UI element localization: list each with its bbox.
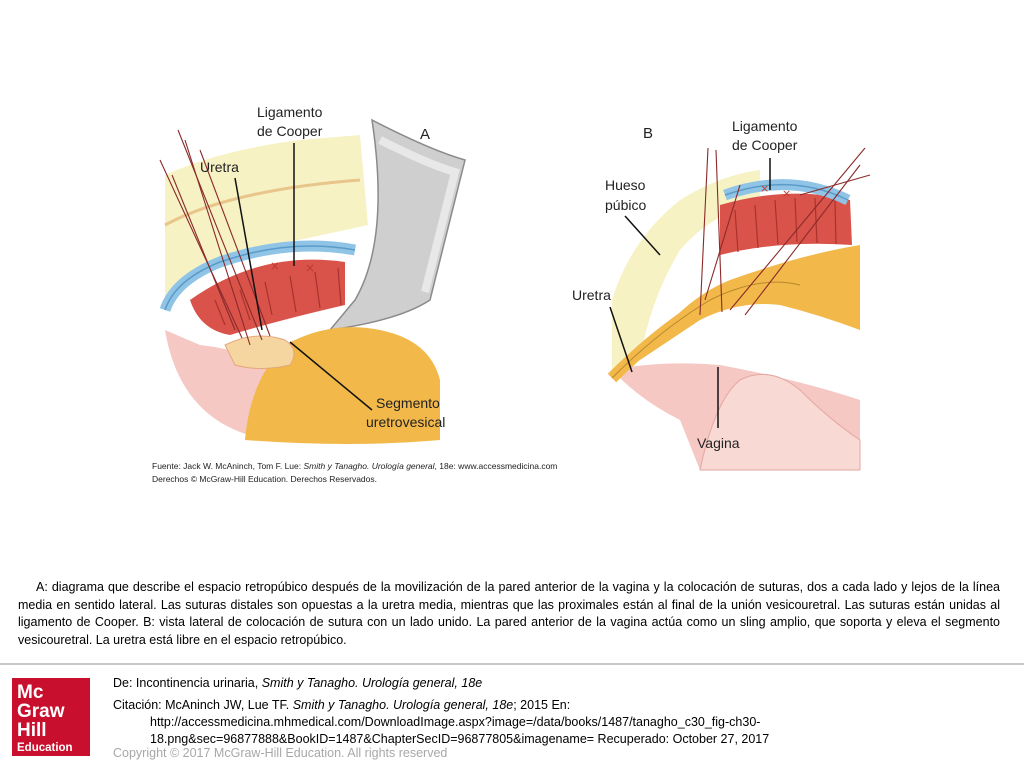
logo-line-hill: Hill <box>17 720 47 741</box>
panel-b-urethra-edge <box>611 281 801 379</box>
footer-divider <box>0 663 1024 665</box>
logo-line-education: Education <box>17 742 73 754</box>
figure-source-line: Fuente: Jack W. McAninch, Tom F. Lue: Sm… <box>152 461 557 471</box>
panel-b-ligamento-label-2: de Cooper <box>732 137 798 153</box>
panel-b-cooper-ligament-edge <box>724 183 849 201</box>
panel-a-retractor-shade <box>378 136 460 293</box>
panel-a-uretra-label: Uretra <box>200 159 239 175</box>
panel-b-sutures <box>699 147 871 316</box>
figure-source-title: Smith y Tanagho. Urología general <box>304 461 436 471</box>
figure-caption: A: diagrama que describe el espacio retr… <box>18 580 1000 647</box>
panel-a-illustration: × × Ligamento de Cooper Uretra Segmento … <box>159 104 466 444</box>
panel-a-knot: × <box>270 259 280 273</box>
panel-b-vagina <box>699 373 861 471</box>
panel-b-vagina-label: Vagina <box>697 435 740 451</box>
panel-a-ligamento-label-1: Ligamento <box>257 104 323 120</box>
citation-title: Smith y Tanagho. Urología general, 18e <box>292 698 514 712</box>
citation-dot: . <box>285 698 293 712</box>
panel-a-segmento-leader <box>289 341 373 411</box>
logo-line-mc: Mc <box>17 682 44 703</box>
panel-b-muscle <box>720 193 852 255</box>
panel-b-letter: B <box>643 125 653 142</box>
panel-a-cooper-ligament-edge <box>164 245 356 311</box>
logo-line-graw: Graw <box>17 701 65 722</box>
citation-url: http://accessmedicina.mhmedical.com/Down… <box>150 715 770 746</box>
panel-a-ligamento-label-2: de Cooper <box>257 123 323 139</box>
panel-a-letter: A <box>420 126 430 143</box>
panel-b-pubic-bone <box>612 170 760 370</box>
panel-b-knot: × <box>782 187 791 200</box>
panel-a-bladder-neck <box>224 335 295 369</box>
footer-source: De: Incontinencia urinaria, Smith y Tana… <box>113 676 482 690</box>
panel-a-bone-edge <box>164 178 361 227</box>
panel-b-hueso-leader <box>624 215 661 256</box>
figure-source-suffix: , 18e: www.accessmedicina.com <box>435 461 558 471</box>
panel-b-hueso-label-2: púbico <box>605 197 646 213</box>
footer-copyright: Copyright © 2017 McGraw-Hill Education. … <box>113 746 448 760</box>
footer-source-prefix: De: Incontinencia urinaria, <box>113 676 262 690</box>
anatomy-figure: × × Ligamento de Cooper Uretra Segmento … <box>152 104 871 484</box>
panel-b-bladder <box>640 245 860 360</box>
panel-b-uretra-label: Uretra <box>572 287 611 303</box>
panel-a-knot: × <box>305 261 315 275</box>
mcgraw-hill-logo: Mc Graw Hill Education <box>12 678 90 756</box>
panel-b-illustration: × × Ligamento de Cooper Hueso púbico Ure… <box>572 118 871 471</box>
figure-rights-line: Derechos © McGraw-Hill Education. Derech… <box>152 474 377 484</box>
footer-citation: Citación: McAninch JW, Lue TF. Smith y T… <box>113 697 873 748</box>
panel-a-uretra-leader <box>234 177 263 331</box>
figure-source-prefix: Fuente: Jack W. McAninch, Tom F. Lue: <box>152 461 304 471</box>
panel-a-muscle <box>190 259 345 335</box>
panel-a-muscle-stripes <box>214 267 342 326</box>
panel-b-ligamento-label-1: Ligamento <box>732 118 798 134</box>
panel-b-uretra-leader <box>609 306 633 373</box>
citation-prefix: Citación: McAninch JW, Lue TF <box>113 698 286 712</box>
citation-suffix: ; 2015 En: <box>513 698 571 712</box>
panel-b-muscle-stripes <box>734 197 837 253</box>
panel-a-segmento-label-2: uretrovesical <box>366 414 445 430</box>
footer-source-title: Smith y Tanagho. Urología general, 18e <box>261 676 483 690</box>
panel-a-sutures <box>159 129 271 346</box>
panel-b-hueso-label-1: Hueso <box>605 177 646 193</box>
panel-b-knot: × <box>760 182 769 195</box>
panel-a-segmento-label-1: Segmento <box>376 395 440 411</box>
